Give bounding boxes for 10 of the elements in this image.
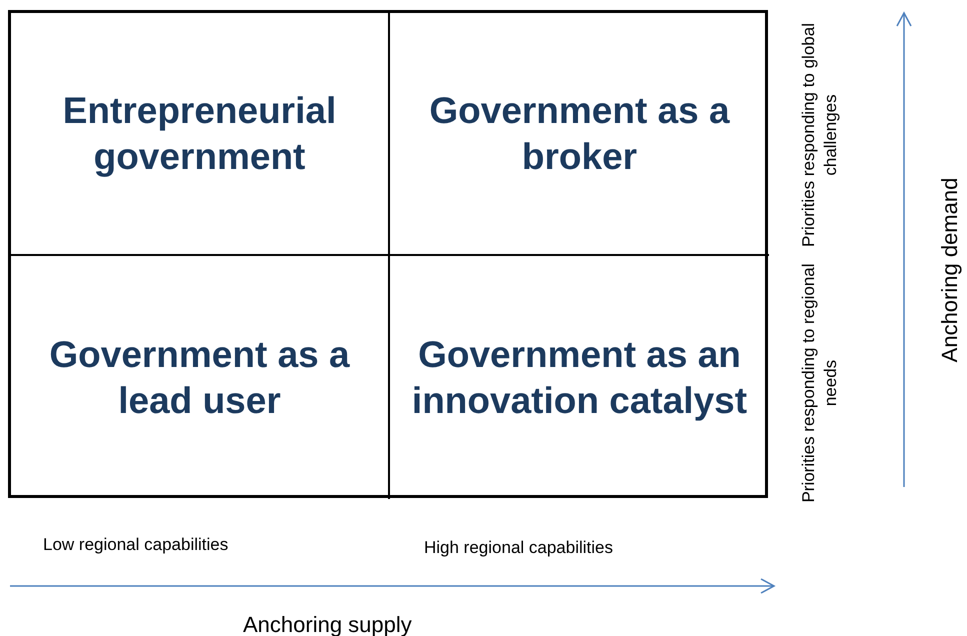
quadrant-title: Entrepreneurial government (62, 88, 338, 179)
axis-label: Priorities responding to regional needs (798, 262, 841, 505)
quadrant-title: Government as an innovation catalyst (410, 332, 748, 423)
axis-label: Priorities responding to global challenges (798, 22, 841, 249)
axis-label: Anchoring demand (936, 176, 963, 364)
quadrant-title: Government as a lead user (48, 332, 351, 422)
quadrant-cell (11, 13, 390, 256)
quadrant-title: Government as a broker (428, 88, 731, 178)
axis-label: High regional capabilities (424, 537, 614, 559)
axis-label: Low regional capabilities (43, 534, 228, 556)
